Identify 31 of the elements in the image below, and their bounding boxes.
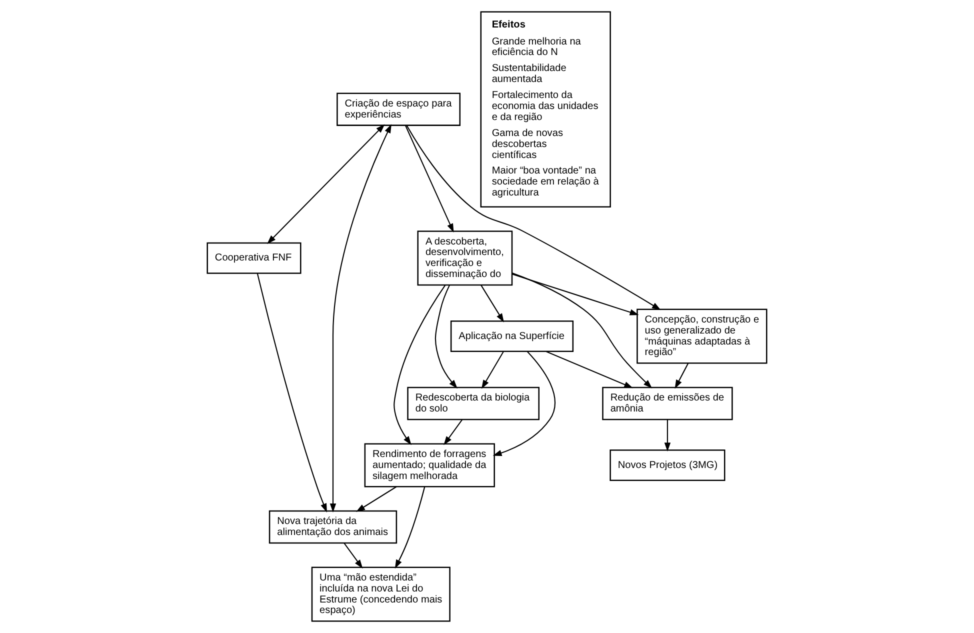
arrow (546, 350, 634, 388)
arrow (512, 272, 652, 388)
arrow (344, 542, 363, 569)
arrow (444, 419, 463, 446)
arrow (267, 124, 385, 244)
node-box: Cooperativa FNF (206, 242, 302, 274)
node-box: Criação de espaço para experiências (336, 92, 461, 126)
arrow (394, 284, 446, 446)
node-box: Nova trajetória da alimentação dos animais (268, 510, 398, 544)
node-box: Novos Projetos (3MG) (610, 450, 726, 481)
arrow (492, 351, 556, 456)
node-box: Uma “mão estendida” incluída na nova Lei do Estrume (concedendo mais espaço) (311, 566, 450, 622)
arrow (481, 351, 504, 389)
arrow (404, 125, 454, 233)
arrow (330, 124, 392, 512)
node-box: Redescoberta da biologia do solo (407, 386, 540, 420)
arrow (664, 419, 671, 452)
arrow (356, 486, 397, 512)
arrow (434, 284, 458, 389)
arrow (512, 274, 639, 316)
arrow (674, 363, 689, 389)
node-box: A descoberta, desenvolvimento, verificação e disseminação do (417, 230, 513, 286)
arrow (256, 273, 327, 512)
node-box: Rendimento de forragens aumentado; qualidade da silagem melhorada (364, 443, 495, 488)
node-box: Redução de emissões de amônia (602, 386, 733, 420)
node-box: Concepção, construção e uso generalizado de “máquinas adaptadas à região” (636, 308, 768, 364)
node-box: Aplicação na Superfície (450, 320, 574, 352)
arrow (394, 486, 426, 569)
node-box: Efeitos Grande melhoria na eficiência do N Sustentabilidade aumentada Fortalecimento da economia das unidades e da região Gama de novas descobertas científicas Maior “boa vontade” na sociedade em relação à agricultura (480, 11, 611, 208)
arrow (406, 125, 661, 310)
arrow (480, 284, 504, 322)
